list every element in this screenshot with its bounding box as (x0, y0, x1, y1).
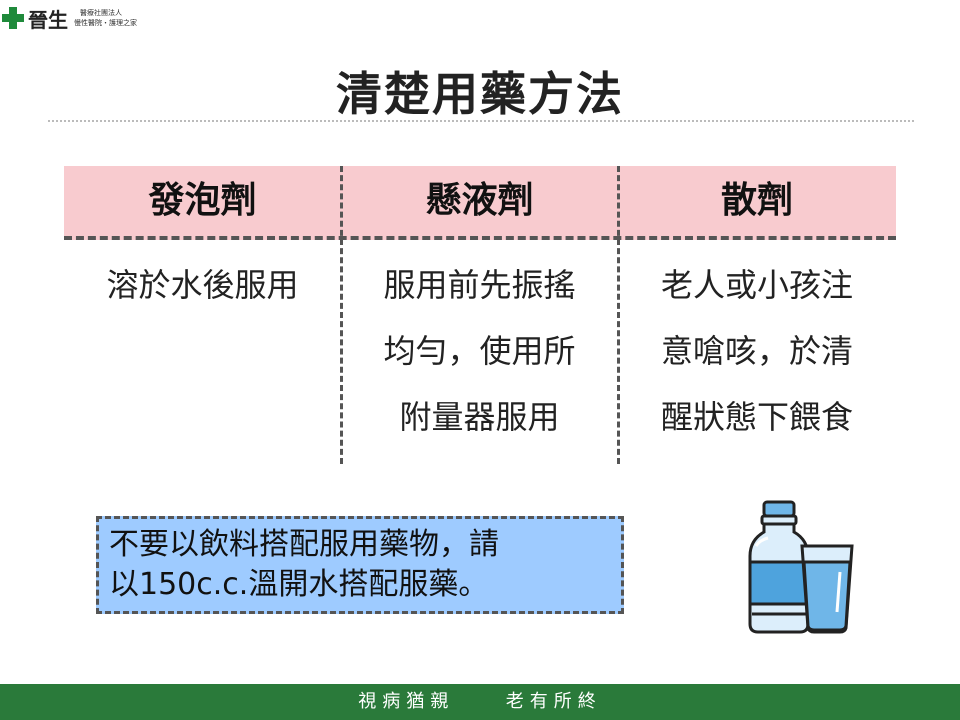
water-bottle-and-glass-icon (748, 500, 854, 634)
header-powder: 散劑 (720, 180, 793, 221)
cell-line: 附量器服用 (399, 398, 560, 436)
title-divider (48, 120, 914, 122)
table-header-row (64, 166, 896, 240)
footer-motto-right: 老有所終 (505, 691, 602, 712)
cell-line: 溶於水後服用 (106, 266, 299, 304)
page-title: 清楚用藥方法 (336, 67, 624, 121)
cell-powder: 老人或小孩注 意嗆咳，於清 醒狀態下餵食 (618, 252, 896, 450)
logo-subtitle-line2: 慢性醫院‧護理之家 (74, 19, 137, 27)
medical-cross-icon (2, 7, 24, 29)
hospital-logo: 晉生 醫療社團法人 慢性醫院‧護理之家 (0, 4, 137, 32)
warning-note: 不要以飲料搭配服用藥物，請 以150c.c.溫開水搭配服藥。 (96, 516, 624, 614)
cell-suspension: 服用前先振搖 均勻，使用所 附量器服用 (341, 252, 618, 450)
column-divider-1 (340, 166, 343, 464)
cell-line: 醒狀態下餵食 (660, 398, 853, 436)
logo-subtitle-line1: 醫療社團法人 (80, 9, 122, 17)
cell-line: 老人或小孩注 (660, 266, 853, 304)
note-line-1: 不要以飲料搭配服用藥物，請 (109, 527, 499, 562)
cell-line: 意嗆咳，於清 (660, 332, 853, 370)
cell-effervescent: 溶於水後服用 (64, 252, 341, 318)
logo-name: 晉生 (28, 7, 68, 32)
logo-subtitle: 醫療社團法人 慢性醫院‧護理之家 (74, 8, 137, 28)
header-effervescent: 發泡劑 (148, 180, 257, 221)
cell-line: 均勻，使用所 (383, 332, 576, 370)
footer-banner: 視病猶親 老有所終 (0, 684, 960, 720)
cell-line: 服用前先振搖 (383, 266, 576, 304)
footer-motto-left: 視病猶親 (358, 691, 455, 712)
column-divider-2 (617, 166, 620, 464)
note-line-2: 以150c.c.溫開水搭配服藥。 (109, 567, 489, 602)
header-suspension: 懸液劑 (425, 180, 534, 221)
